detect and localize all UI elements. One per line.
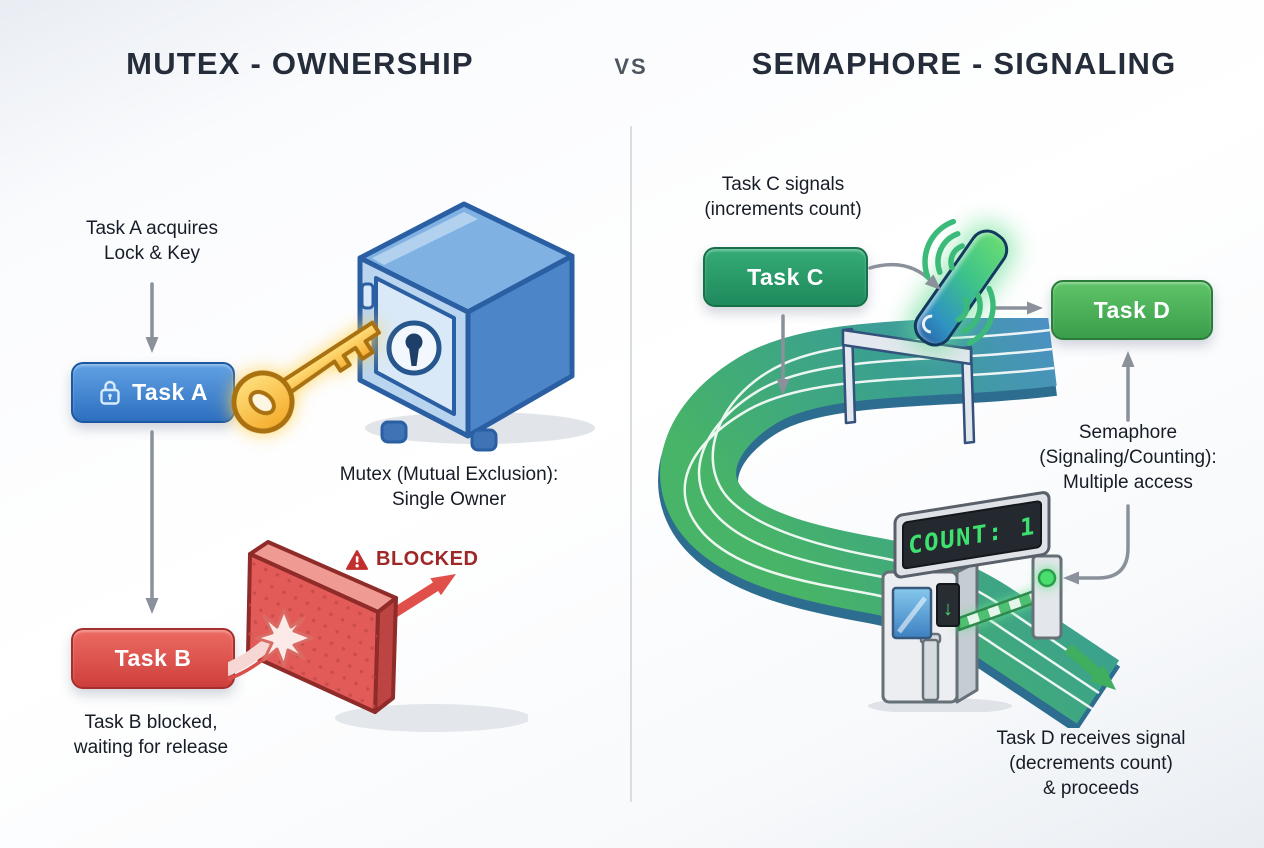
page-title-right: SEMAPHORE - SIGNALING (751, 46, 1177, 81)
arrow-task-c-to-wand (868, 262, 934, 284)
blocked-badge: BLOCKED (346, 548, 478, 571)
mutex-acquire-caption: Task A acquires Lock & Key (85, 218, 219, 265)
mutex-caption: Mutex (Mutual Exclusion): Single Owner (339, 464, 559, 511)
task-d-button: Task D (1051, 280, 1213, 340)
blocked-label: BLOCKED (376, 548, 479, 570)
task-c-button: Task C (703, 247, 868, 307)
toll-booth: ↓ COUNT: 1 (868, 491, 1063, 712)
wall-icon (228, 540, 528, 732)
task-b-label: Task B (114, 645, 192, 671)
safe-icon (357, 201, 595, 452)
task-a-button: Task A (71, 362, 235, 423)
key-icon (206, 282, 410, 463)
semaphore-signal-caption: Task C signals (increments count) (704, 174, 862, 221)
task-b-button: Task B (71, 628, 235, 689)
count-board: COUNT: 1 (893, 491, 1051, 579)
task-a-label: Task A (132, 379, 208, 405)
warning-icon (346, 549, 368, 570)
lock-icon (100, 380, 120, 405)
vs-label: VS (614, 54, 648, 79)
gate-light-icon (1037, 568, 1057, 588)
mutex-blocked-caption: Task B blocked, waiting for release (73, 712, 229, 759)
center-divider (630, 126, 632, 802)
semaphore-receive-caption: Task D receives signal (decrements count… (996, 728, 1186, 800)
semaphore-caption: Semaphore (Signaling/Counting): Multiple… (1039, 422, 1217, 494)
task-d-label: Task D (1093, 296, 1171, 323)
page-title: MUTEX - OWNERSHIP (126, 46, 474, 81)
task-c-label: Task C (747, 263, 824, 290)
gate-down-arrow-icon: ↓ (943, 598, 953, 620)
